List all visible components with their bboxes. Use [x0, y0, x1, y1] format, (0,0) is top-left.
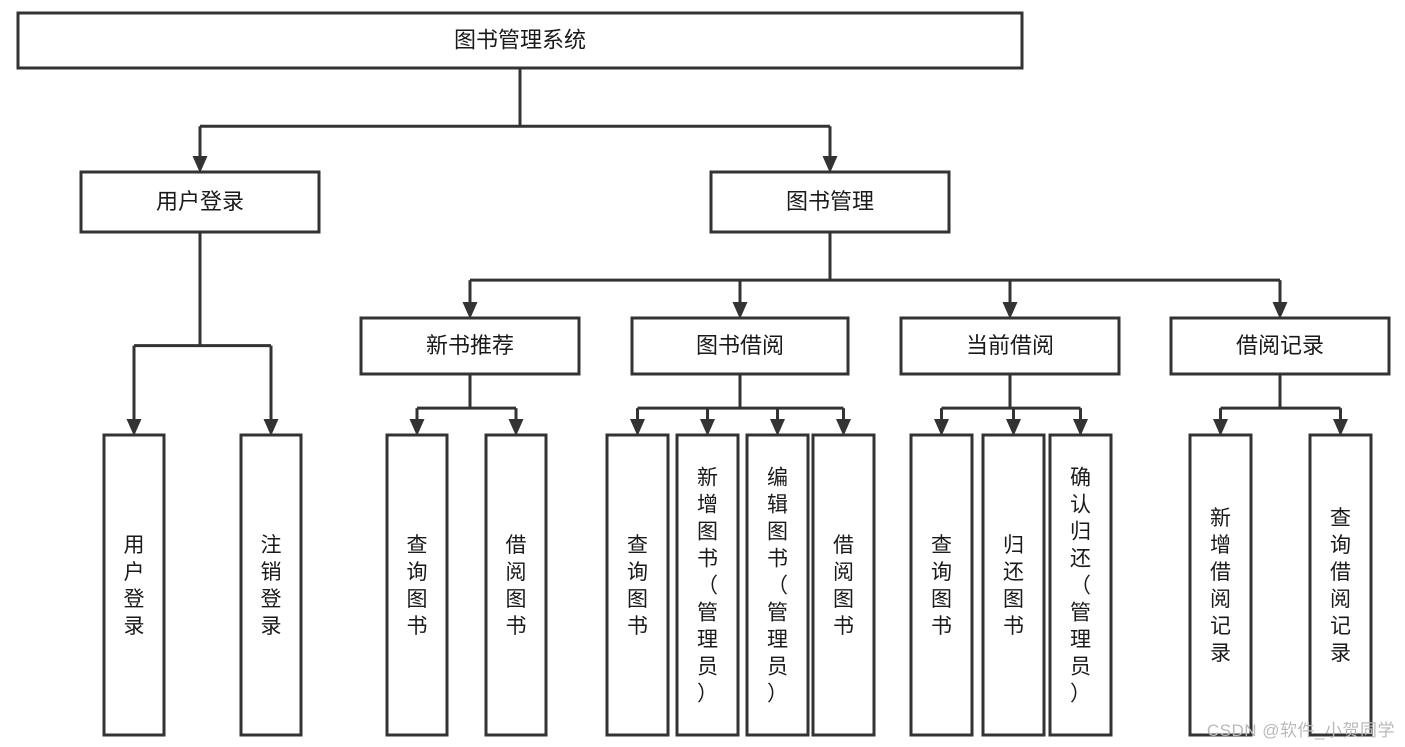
arrow-head-icon — [126, 419, 142, 436]
node-leaf-search-borrow-record[interactable]: 查询借阅记录 — [1308, 433, 1373, 737]
node-leaf-confirm-return[interactable]: 确认归还（管理员） — [1048, 433, 1113, 737]
node-label: 查询图书 — [407, 534, 428, 638]
node-user-login[interactable]: 用户登录 — [79, 170, 321, 234]
node-leaf-borrow-book[interactable]: 借阅图书 — [811, 433, 876, 737]
arrow-head-icon — [1002, 302, 1018, 319]
arrow-head-icon — [462, 302, 478, 319]
node-borrow-record[interactable]: 借阅记录 — [1169, 316, 1391, 376]
node-label: 查询图书 — [931, 534, 952, 638]
node-leaf-edit-book[interactable]: 编辑图书（管理员） — [745, 433, 810, 737]
connector-group-user-login — [126, 232, 279, 436]
connector-group-book-management — [462, 232, 1288, 319]
connector-layer — [126, 68, 1348, 436]
node-leaf-user-logout[interactable]: 注销登录 — [239, 433, 303, 737]
node-box — [1308, 433, 1373, 737]
node-book-borrow[interactable]: 图书借阅 — [630, 316, 850, 376]
arrow-head-icon — [700, 419, 715, 436]
node-new-book-recommend[interactable]: 新书推荐 — [359, 316, 581, 376]
node-label: 查询图书 — [627, 534, 648, 638]
node-label: 确认归还（管理员） — [1070, 467, 1091, 706]
node-leaf-return-book[interactable]: 归还图书 — [981, 433, 1046, 737]
arrow-head-icon — [192, 156, 208, 173]
node-box — [909, 433, 974, 737]
arrow-head-icon — [934, 419, 949, 436]
node-label: 新增图书（管理员） — [697, 467, 718, 706]
node-box — [709, 170, 951, 234]
arrow-head-icon — [1006, 419, 1021, 436]
node-leaf-user-login[interactable]: 用户登录 — [102, 433, 166, 737]
node-label: 用户登录 — [124, 534, 145, 638]
node-leaf-add-book[interactable]: 新增图书（管理员） — [675, 433, 740, 737]
node-box — [1188, 433, 1253, 737]
node-box — [811, 433, 876, 737]
arrow-head-icon — [1333, 419, 1348, 436]
node-box — [79, 170, 321, 234]
node-box — [484, 433, 548, 737]
node-label: 用户登录 — [156, 189, 244, 214]
arrow-head-icon — [263, 419, 279, 436]
node-box — [16, 11, 1024, 70]
node-label: 借阅图书 — [506, 534, 527, 638]
node-label: 查询借阅记录 — [1330, 507, 1351, 665]
connector-group-root — [192, 68, 838, 173]
node-leaf-search-book-borrow[interactable]: 查询图书 — [605, 433, 670, 737]
node-label: 图书借阅 — [696, 333, 784, 358]
node-layer: 图书管理系统用户登录图书管理新书推荐图书借阅当前借阅借阅记录用户登录注销登录查询… — [16, 11, 1391, 737]
connector-group-borrow-record — [1213, 374, 1348, 436]
node-label: 当前借阅 — [966, 333, 1054, 358]
node-label: 借阅记录 — [1236, 333, 1324, 358]
node-leaf-add-borrow-record[interactable]: 新增借阅记录 — [1188, 433, 1253, 737]
node-leaf-borrow-book-recommend[interactable]: 借阅图书 — [484, 433, 548, 737]
node-box — [675, 433, 740, 737]
node-leaf-search-book-recommend[interactable]: 查询图书 — [385, 433, 449, 737]
node-label: 图书管理 — [786, 189, 874, 214]
arrow-head-icon — [409, 419, 425, 436]
node-label: 新增借阅记录 — [1210, 507, 1231, 665]
node-box — [899, 316, 1121, 376]
node-label: 借阅图书 — [833, 534, 854, 638]
node-root[interactable]: 图书管理系统 — [16, 11, 1024, 70]
node-label: 编辑图书（管理员） — [767, 467, 788, 706]
connector-group-new-book-recommend — [409, 374, 524, 436]
arrow-head-icon — [1073, 419, 1088, 436]
connector-group-book-borrow — [630, 374, 851, 436]
node-label: 注销登录 — [261, 534, 282, 638]
node-box — [1048, 433, 1113, 737]
node-box — [1169, 316, 1391, 376]
node-box — [102, 433, 166, 737]
node-box — [630, 316, 850, 376]
arrow-head-icon — [1213, 419, 1228, 436]
node-leaf-search-book-current[interactable]: 查询图书 — [909, 433, 974, 737]
arrow-head-icon — [732, 302, 748, 319]
node-current-borrow[interactable]: 当前借阅 — [899, 316, 1121, 376]
arrow-head-icon — [508, 419, 524, 436]
node-label: 新书推荐 — [426, 333, 514, 358]
node-box — [605, 433, 670, 737]
arrow-head-icon — [630, 419, 645, 436]
node-label: 归还图书 — [1003, 534, 1024, 638]
node-box — [385, 433, 449, 737]
arrow-head-icon — [1272, 302, 1288, 319]
node-box — [745, 433, 810, 737]
arrow-head-icon — [836, 419, 851, 436]
arrow-head-icon — [770, 419, 785, 436]
node-box — [359, 316, 581, 376]
arrow-head-icon — [822, 156, 838, 173]
node-box — [981, 433, 1046, 737]
node-book-management[interactable]: 图书管理 — [709, 170, 951, 234]
node-box — [239, 433, 303, 737]
connector-group-current-borrow — [934, 374, 1088, 436]
node-label: 图书管理系统 — [454, 27, 586, 52]
